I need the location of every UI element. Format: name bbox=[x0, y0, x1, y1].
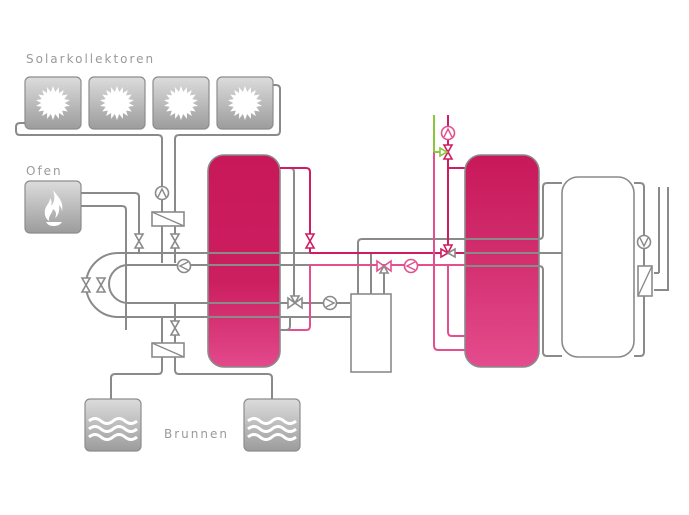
oven-box bbox=[24, 180, 82, 234]
oven-label: Ofen bbox=[26, 164, 63, 178]
valve[interactable] bbox=[169, 233, 181, 249]
right-tank-return bbox=[447, 265, 465, 337]
three-way-valve[interactable] bbox=[440, 244, 456, 259]
well-drop-left bbox=[110, 317, 163, 399]
valve[interactable] bbox=[133, 233, 145, 249]
solar-collector-4 bbox=[216, 76, 274, 130]
boiler-pipe bbox=[357, 238, 540, 294]
main-flow-inner bbox=[108, 264, 350, 304]
well-2 bbox=[243, 398, 301, 452]
buffer-tank-right bbox=[464, 154, 540, 368]
solar-collector-2 bbox=[88, 76, 146, 130]
well-1 bbox=[84, 398, 142, 452]
three-way-valve[interactable] bbox=[287, 295, 303, 310]
solar-flow-pipe bbox=[174, 84, 281, 263]
pump[interactable] bbox=[403, 258, 419, 274]
warm-riser bbox=[433, 115, 465, 351]
pump[interactable] bbox=[154, 185, 170, 201]
water-waves-icon bbox=[88, 417, 138, 441]
valve[interactable] bbox=[304, 233, 316, 249]
heat-exchanger-wells bbox=[151, 342, 185, 358]
tank-bottom-return bbox=[280, 317, 291, 331]
valve[interactable] bbox=[95, 277, 107, 293]
three-way-valve[interactable] bbox=[376, 259, 392, 274]
heat-exchanger-hot-water bbox=[637, 265, 653, 297]
tank-top-hot-pipe bbox=[280, 167, 311, 253]
solar-collector-1 bbox=[24, 76, 82, 130]
boiler-unit bbox=[350, 293, 392, 373]
well-drop-right bbox=[174, 303, 273, 399]
valve[interactable] bbox=[80, 277, 92, 293]
solar-return-pipe bbox=[15, 122, 163, 263]
tank-side-pipe bbox=[280, 167, 295, 300]
hot-water-tank bbox=[561, 176, 635, 358]
pump[interactable] bbox=[322, 295, 338, 311]
tank-bottom-warm-pipe bbox=[280, 265, 311, 331]
flame-icon bbox=[44, 190, 63, 226]
pump[interactable] bbox=[176, 258, 192, 274]
oven-flow-pipe bbox=[81, 192, 140, 253]
oven-return-pipe bbox=[81, 205, 127, 330]
mixing-valve[interactable] bbox=[439, 144, 454, 160]
pipe bbox=[465, 265, 562, 357]
water-waves-icon bbox=[247, 417, 297, 441]
solar-collectors-label: Solarkollektoren bbox=[26, 52, 156, 66]
pipe bbox=[538, 182, 562, 240]
buffer-tank-left bbox=[207, 154, 281, 368]
heat-exchanger-solar bbox=[151, 211, 185, 227]
solar-collector-3 bbox=[152, 76, 210, 130]
valve[interactable] bbox=[169, 320, 181, 336]
pump[interactable] bbox=[440, 125, 456, 141]
pump[interactable] bbox=[636, 234, 652, 250]
pipe bbox=[654, 187, 669, 291]
wells-label: Brunnen bbox=[164, 427, 229, 441]
